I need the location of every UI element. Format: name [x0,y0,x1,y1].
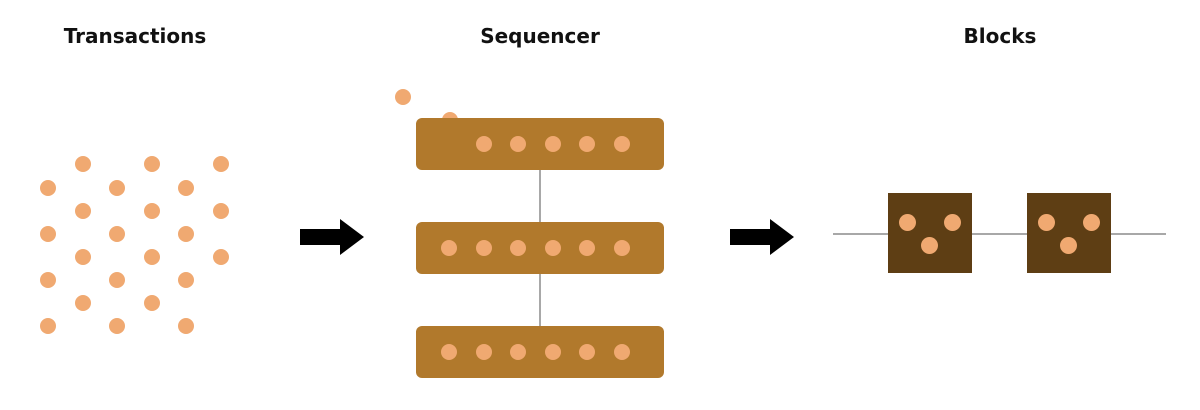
batch-transaction-dot [544,344,561,360]
block-transaction-dot [944,214,961,231]
batch-transaction-dot [579,136,596,152]
incoming-transaction-dot [395,89,411,105]
batch-transaction-dot [441,344,457,360]
block [1027,193,1111,273]
block-transaction-dot [1083,214,1100,231]
batch-transaction-dot [441,240,457,256]
transaction-dot [178,226,194,242]
transaction-dot [75,156,91,172]
transaction-dot [213,249,229,265]
transaction-dot [75,203,91,219]
sequencer-connector-line [539,274,541,326]
transaction-dot [213,156,229,172]
transaction-dot [213,203,229,219]
block-transaction-dot [921,237,938,254]
batch-transaction-dot [510,136,527,152]
transaction-dot [40,226,56,242]
batch-transaction-dot [510,344,527,360]
transaction-dot [144,156,160,172]
sequencer-connector-line [539,170,541,222]
transaction-dot [178,318,194,334]
batch-transaction-dot [614,240,630,256]
batch-transaction-dot [510,240,527,256]
batch-transaction-dot [579,240,596,256]
transaction-dot [75,295,91,311]
sequencer-heading: Sequencer [480,24,600,48]
transaction-dot [144,295,160,311]
batch-transaction-dot [544,240,561,256]
block-transaction-dot [1060,237,1077,254]
arrow-right-icon [730,219,794,255]
chain-line [833,233,1166,235]
transactions-heading: Transactions [63,24,207,48]
batch-transaction-dot [614,136,630,152]
transaction-dot [178,272,194,288]
block-transaction-dot [899,214,916,231]
batch-transaction-dot [579,344,596,360]
sequencer-batch [416,118,664,170]
blocks-heading: Blocks [963,24,1037,48]
transaction-dot [40,272,56,288]
transaction-dot [40,180,56,196]
block [888,193,972,273]
transaction-dot [75,249,91,265]
transaction-dot [109,272,125,288]
transaction-dot [144,203,160,219]
arrow-right-icon [300,219,364,255]
batch-transaction-dot [475,136,492,152]
transaction-dot [178,180,194,196]
batch-transaction-dot [475,240,492,256]
transaction-dot [40,318,56,334]
transaction-dot [109,180,125,196]
batch-transaction-dot [544,136,561,152]
sequencer-batch [416,326,664,378]
block-transaction-dot [1038,214,1055,231]
sequencer-batch [416,222,664,274]
batch-transaction-dot [614,344,630,360]
transaction-dot [109,226,125,242]
batch-transaction-dot [475,344,492,360]
transaction-dot [144,249,160,265]
transaction-dot [109,318,125,334]
